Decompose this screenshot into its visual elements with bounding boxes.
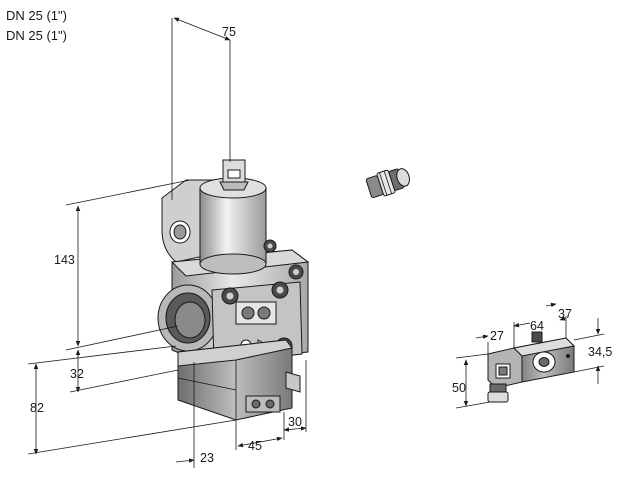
dim-82-label: 82 [30, 401, 44, 415]
gas-valve-assembly-icon [157, 159, 310, 421]
dim-30-label: 30 [288, 415, 302, 429]
cable-gland-icon [365, 168, 410, 199]
dim-34-5-label: 34,5 [588, 345, 612, 359]
solenoid-coil-icon [487, 331, 576, 403]
dim-32-label: 32 [70, 367, 84, 381]
dim-75-label: 75 [222, 25, 236, 39]
dim-50-label: 50 [452, 381, 466, 395]
header-line-2: DN 25 (1") [6, 28, 67, 43]
dim-143-label: 143 [54, 253, 75, 267]
dim-45-label: 45 [248, 439, 262, 453]
dim-37-label: 37 [558, 307, 572, 321]
dim-64-label: 64 [530, 319, 544, 333]
header-line-1: DN 25 (1") [6, 8, 67, 23]
dimension-lines: 75 143 32 82 23 45 30 27 64 37 34,5 50 [27, 17, 612, 468]
dim-27-label: 27 [490, 329, 504, 343]
dim-23-label: 23 [200, 451, 214, 465]
